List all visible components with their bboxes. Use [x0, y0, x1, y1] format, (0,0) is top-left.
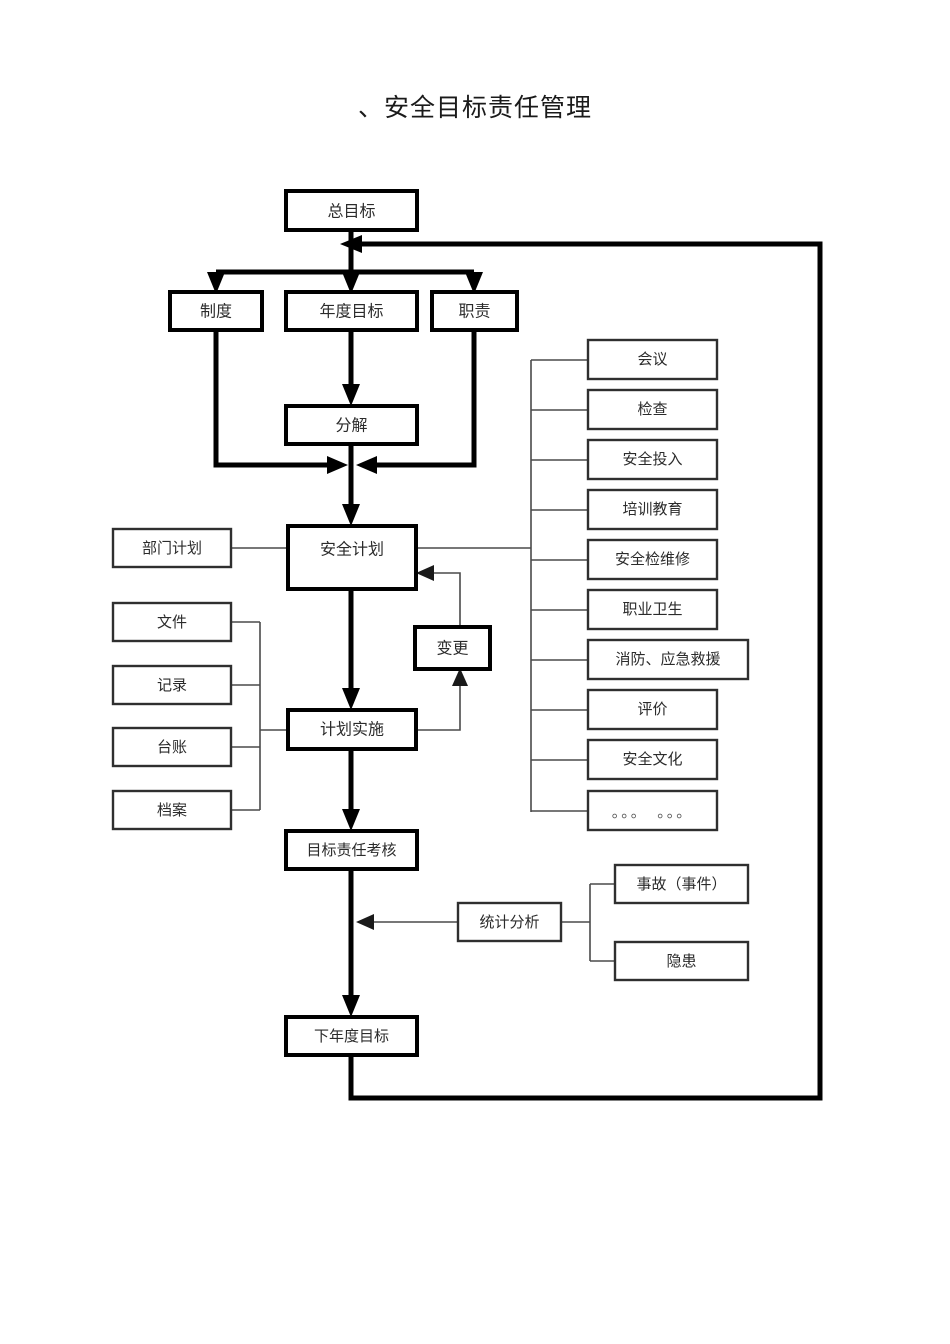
- node-evaluation[interactable]: 评价: [586, 688, 719, 731]
- node-training-education-label: 培训教育: [622, 500, 682, 518]
- node-etc-label: 。。。 。。。: [612, 803, 694, 821]
- node-decompose[interactable]: 分解: [284, 404, 419, 446]
- node-training-education[interactable]: 培训教育: [586, 488, 719, 531]
- connector-layer: [207, 230, 823, 1101]
- arrowhead-into-duty: [465, 272, 483, 294]
- node-department-plan-label: 部门计划: [142, 539, 202, 557]
- link-change-to-safety-plan: [432, 572, 461, 627]
- node-next-year-goal[interactable]: 下年度目标: [284, 1015, 419, 1057]
- node-archive[interactable]: 档案: [111, 789, 233, 831]
- node-safety-inspection-maintenance[interactable]: 安全检维修: [586, 538, 719, 581]
- link-system-to-merge: [213, 330, 330, 468]
- node-statistical-analysis[interactable]: 统计分析: [456, 901, 563, 943]
- node-statistical-analysis-label: 统计分析: [479, 913, 539, 931]
- node-safety-investment-label: 安全投入: [622, 450, 682, 468]
- node-change[interactable]: 变更: [413, 625, 492, 671]
- node-annual-goal-label: 年度目标: [319, 302, 383, 321]
- node-ledger[interactable]: 台账: [111, 726, 233, 768]
- node-annual-goal[interactable]: 年度目标: [284, 290, 419, 332]
- node-department-plan[interactable]: 部门计划: [111, 527, 233, 569]
- node-safety-culture-label: 安全文化: [622, 750, 682, 768]
- node-evaluation-label: 评价: [637, 700, 667, 718]
- node-system[interactable]: 制度: [168, 290, 264, 332]
- arrowhead-into-assessment: [342, 809, 360, 831]
- node-ledger-label: 台账: [157, 738, 187, 756]
- node-document[interactable]: 文件: [111, 601, 233, 643]
- node-safety-investment[interactable]: 安全投入: [586, 438, 719, 481]
- node-etc[interactable]: 。。。 。。。: [586, 789, 719, 832]
- node-accident-incident[interactable]: 事故（事件）: [613, 863, 750, 905]
- node-archive-label: 档案: [157, 801, 187, 819]
- node-document-label: 文件: [157, 613, 187, 631]
- node-hidden-danger[interactable]: 隐患: [613, 940, 750, 982]
- node-total-goal[interactable]: 总目标: [284, 189, 419, 232]
- arrowhead-change-into-safety-plan: [416, 565, 434, 581]
- node-meeting-label: 会议: [637, 350, 667, 368]
- node-fire-emergency-rescue-label: 消防、应急救援: [615, 650, 720, 668]
- arrowhead-into-change: [452, 668, 468, 686]
- arrowhead-into-decompose: [342, 384, 360, 406]
- arrowhead-into-safety-plan: [342, 504, 360, 526]
- arrowhead-into-annual-goal: [342, 272, 360, 294]
- node-duty-label: 职责: [458, 302, 490, 321]
- link-next-year-to-total-goal: [348, 241, 823, 1101]
- link-implementation-to-change: [416, 683, 461, 731]
- node-meeting[interactable]: 会议: [586, 338, 719, 381]
- node-safety-inspection-maintenance-label: 安全检维修: [615, 550, 690, 568]
- node-fire-emergency-rescue[interactable]: 消防、应急救援: [586, 638, 750, 681]
- node-inspection-label: 检查: [637, 400, 667, 418]
- arrowhead-merge-right: [356, 456, 377, 474]
- arrowhead-analysis-into-chain: [356, 914, 374, 930]
- node-safety-culture[interactable]: 安全文化: [586, 738, 719, 781]
- node-system-label: 制度: [200, 302, 232, 321]
- node-record[interactable]: 记录: [111, 664, 233, 706]
- link-duty-to-merge: [374, 330, 477, 468]
- node-hidden-danger-label: 隐患: [666, 952, 696, 970]
- node-record-label: 记录: [157, 676, 187, 694]
- node-safety-plan-label: 安全计划: [320, 540, 384, 559]
- node-decompose-label: 分解: [335, 416, 367, 435]
- node-inspection[interactable]: 检查: [586, 388, 719, 431]
- node-occupational-health[interactable]: 职业卫生: [586, 588, 719, 631]
- node-change-label: 变更: [436, 639, 468, 658]
- node-plan-implementation[interactable]: 计划实施: [286, 708, 418, 751]
- node-total-goal-label: 总目标: [327, 202, 375, 221]
- arrowhead-into-system: [207, 272, 225, 294]
- node-goal-responsibility-assessment[interactable]: 目标责任考核: [284, 829, 419, 871]
- page-title: 、安全目标责任管理: [357, 93, 592, 122]
- node-goal-responsibility-assessment-label: 目标责任考核: [306, 841, 396, 859]
- arrowhead-into-next-year: [342, 995, 360, 1017]
- node-plan-implementation-label: 计划实施: [320, 720, 384, 739]
- arrowhead-merge-left: [327, 456, 348, 474]
- node-next-year-goal-label: 下年度目标: [314, 1027, 389, 1045]
- node-accident-incident-label: 事故（事件）: [636, 875, 726, 893]
- node-safety-plan[interactable]: 安全计划: [286, 524, 418, 591]
- arrowhead-into-implementation: [342, 688, 360, 710]
- node-occupational-health-label: 职业卫生: [622, 600, 682, 618]
- node-duty[interactable]: 职责: [430, 290, 519, 332]
